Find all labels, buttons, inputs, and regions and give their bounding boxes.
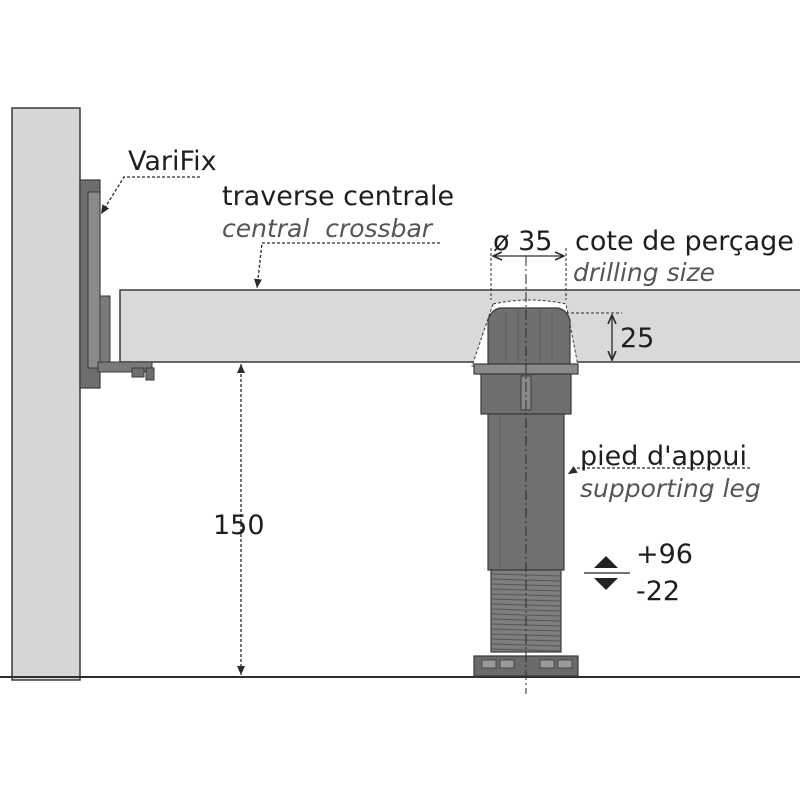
thread-ridge bbox=[491, 613, 561, 617]
crossbar-label-en: central crossbar bbox=[222, 214, 433, 243]
drilling-label-en: drilling size bbox=[573, 258, 716, 287]
crossbar-leader bbox=[254, 242, 440, 289]
wall bbox=[11, 107, 81, 681]
up-down-arrows-icon bbox=[584, 556, 630, 590]
varifix-leader bbox=[100, 176, 200, 215]
leg-label-en: supporting leg bbox=[580, 474, 761, 503]
crossbar-label-fr: traverse centrale bbox=[222, 181, 455, 212]
adjust-up-label: +96 bbox=[636, 539, 693, 570]
thread-ridge bbox=[491, 643, 561, 647]
varifix-label: VariFix bbox=[128, 146, 217, 177]
height-label: 150 bbox=[213, 510, 265, 541]
adjust-down-label: -22 bbox=[636, 576, 681, 607]
drilling-label-fr: cote de perçage bbox=[575, 226, 794, 257]
leg-label-fr: pied d'appui bbox=[580, 441, 747, 472]
diameter-label: ø 35 bbox=[493, 226, 553, 257]
central-crossbar bbox=[119, 289, 800, 363]
depth-label: 25 bbox=[620, 323, 655, 354]
leg-leader bbox=[567, 465, 750, 475]
thread-ridge bbox=[491, 608, 561, 612]
thread-ridge bbox=[491, 648, 561, 652]
varifix-bracket bbox=[79, 179, 155, 389]
